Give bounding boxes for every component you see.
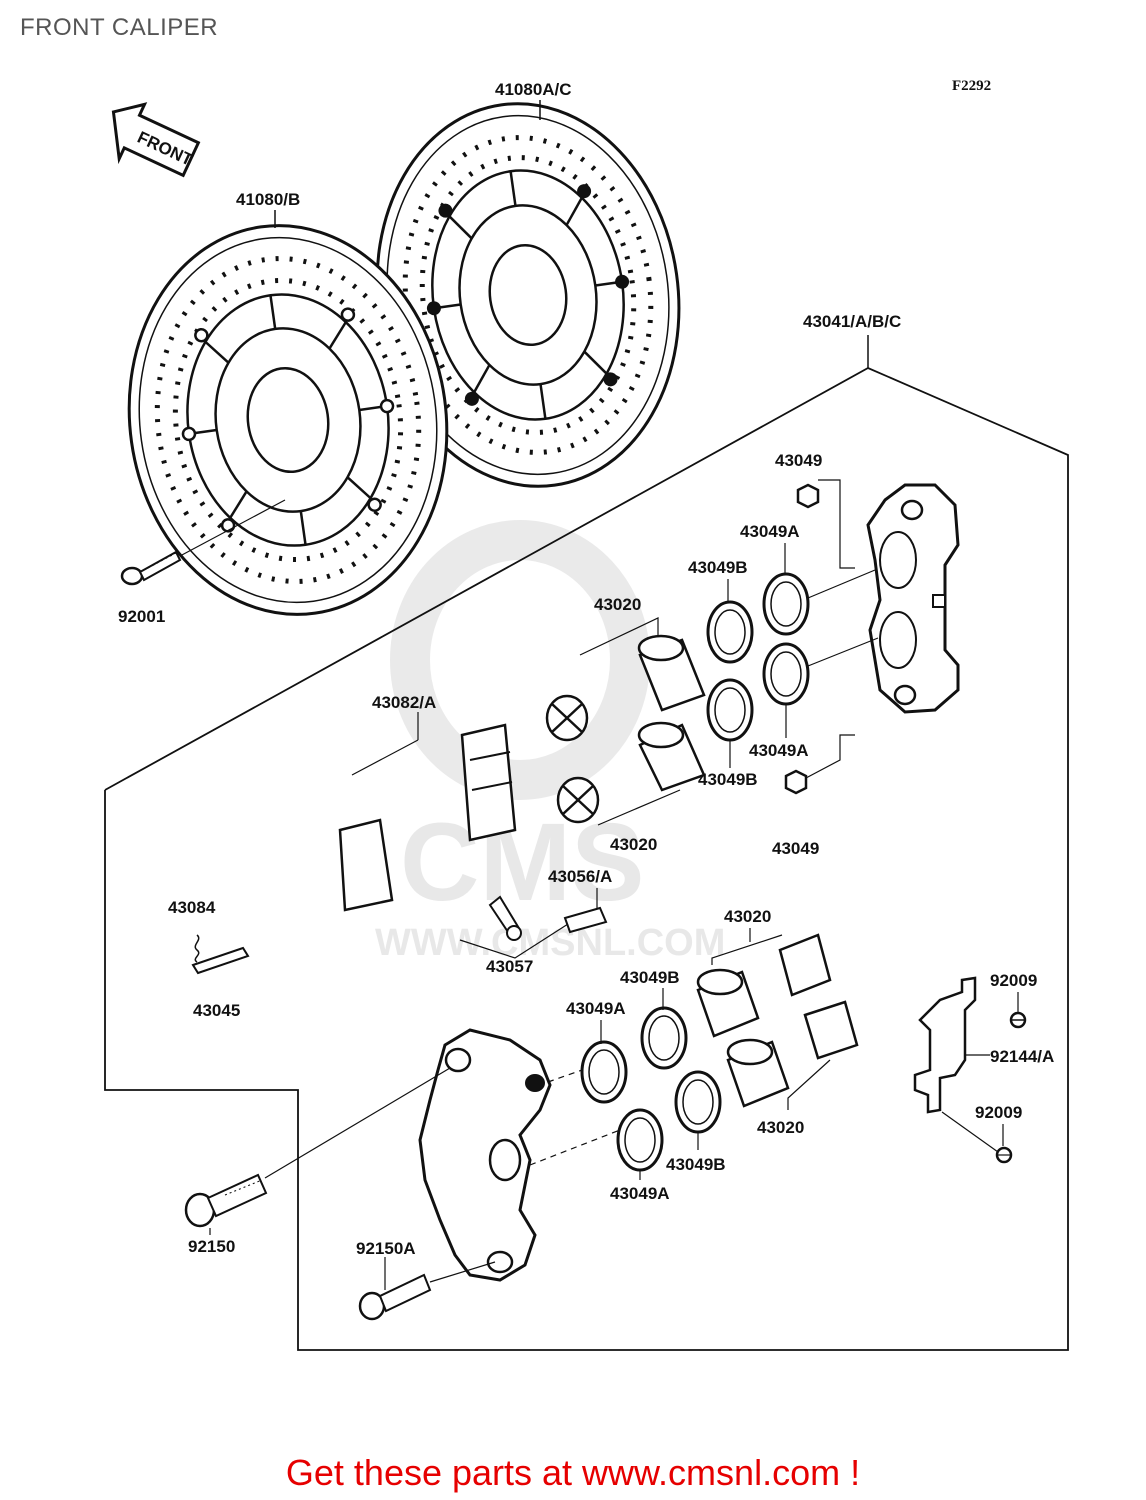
piston-43020-top[interactable] xyxy=(545,617,706,826)
front-arrow-icon: FRONT xyxy=(111,102,201,178)
label-43020-low-bottom: 43020 xyxy=(757,1118,804,1137)
piston-cap-icon xyxy=(545,694,600,824)
cms-watermark: CMS WWW.CMSNL.COM xyxy=(375,520,725,964)
parts-diagram: CMS WWW.CMSNL.COM F2292 FRONT 41080A/C xyxy=(104,78,1069,1351)
label-43049b-mid: 43049B xyxy=(698,770,758,789)
seal-43049a-top[interactable] xyxy=(762,569,876,636)
caliper-half-outer[interactable] xyxy=(866,483,960,714)
label-43045: 43045 xyxy=(193,1001,240,1020)
pin-43045[interactable] xyxy=(191,934,250,975)
bolt-92001[interactable] xyxy=(120,499,286,586)
bolt-92150[interactable] xyxy=(184,1067,451,1235)
label-41080-b: 41080/B xyxy=(236,190,300,209)
seal-43049a-mid[interactable] xyxy=(762,637,879,706)
page-title: FRONT CALIPER xyxy=(20,14,219,41)
label-43049b-low-top: 43049B xyxy=(620,968,680,987)
label-92144: 92144/A xyxy=(990,1047,1054,1066)
nut-43049-top[interactable] xyxy=(796,479,855,569)
label-92001: 92001 xyxy=(118,607,165,626)
seal-43049b-lower-bottom[interactable] xyxy=(674,1070,722,1150)
bracket-92144[interactable] xyxy=(913,976,990,1114)
brake-disc-left[interactable] xyxy=(104,205,471,635)
brake-pads-43082[interactable] xyxy=(338,712,517,912)
label-43049-top: 43049 xyxy=(775,451,822,470)
seal-43049b-top[interactable] xyxy=(706,600,754,664)
label-43049a-top: 43049A xyxy=(740,522,800,541)
label-43020-top: 43020 xyxy=(594,595,641,614)
seal-43049a-lower-bottom[interactable] xyxy=(616,1108,664,1180)
seal-43049a-lower-top[interactable] xyxy=(580,1020,628,1104)
spring-43084-icon xyxy=(194,934,200,963)
bolt-92150a[interactable] xyxy=(358,1257,496,1321)
label-41080a-c: 41080A/C xyxy=(495,80,572,99)
label-43084: 43084 xyxy=(168,898,216,917)
label-43020-low-top: 43020 xyxy=(724,907,771,926)
bolt-92009-top[interactable] xyxy=(1009,992,1027,1029)
figure-code: F2292 xyxy=(952,78,991,94)
label-43056: 43056/A xyxy=(548,867,612,886)
label-43049a-mid: 43049A xyxy=(749,741,809,760)
bleeder-valve-43056[interactable] xyxy=(459,888,608,959)
label-43049a-low-top: 43049A xyxy=(566,999,626,1018)
label-92150: 92150 xyxy=(188,1237,235,1256)
label-43082: 43082/A xyxy=(372,693,436,712)
watermark-url: WWW.CMSNL.COM xyxy=(375,922,725,964)
nut-43049-mid[interactable] xyxy=(784,734,855,795)
label-92009-bottom: 92009 xyxy=(975,1103,1022,1122)
label-43049b-top: 43049B xyxy=(688,558,748,577)
watermark-brand: CMS xyxy=(400,801,644,924)
brake-disc-right[interactable] xyxy=(353,84,704,506)
seal-43049b-lower-top[interactable] xyxy=(640,988,688,1070)
label-92150a: 92150A xyxy=(356,1239,416,1258)
caliper-assembly-outline xyxy=(104,366,1069,1351)
footer-promo-link[interactable]: Get these parts at www.cmsnl.com ! xyxy=(285,1452,861,1493)
label-43049-mid: 43049 xyxy=(772,839,819,858)
seal-43049b-mid[interactable] xyxy=(706,678,754,742)
piston-43020-lower-top[interactable] xyxy=(696,928,832,1038)
label-43041: 43041/A/B/C xyxy=(803,312,901,331)
piston-43020-lower-bottom[interactable] xyxy=(726,1000,859,1110)
bolt-92009-bottom[interactable] xyxy=(941,1111,1013,1164)
label-43020-mid: 43020 xyxy=(610,835,657,854)
label-43049b-low-bottom: 43049B xyxy=(666,1155,726,1174)
label-92009-top: 92009 xyxy=(990,971,1037,990)
label-43057: 43057 xyxy=(486,957,533,976)
caliper-half-inner[interactable] xyxy=(418,1028,621,1282)
label-43049a-low-bottom: 43049A xyxy=(610,1184,670,1203)
